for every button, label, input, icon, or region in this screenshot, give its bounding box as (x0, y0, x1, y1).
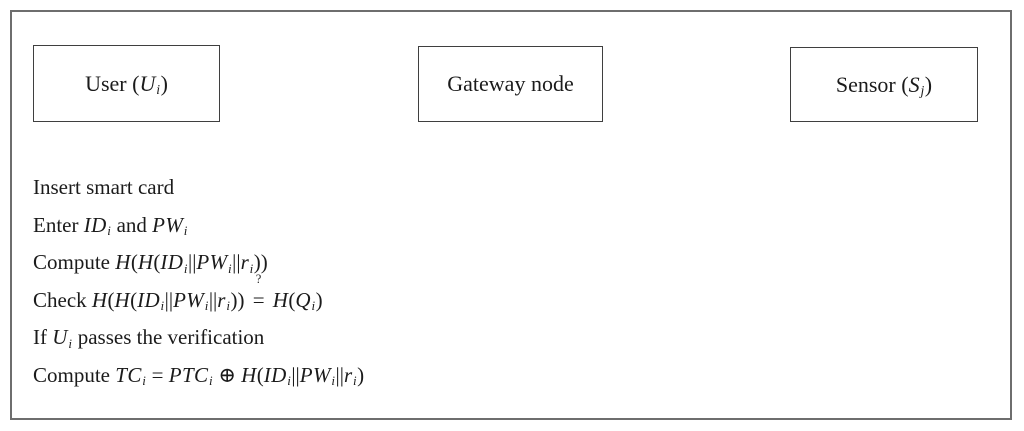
entity-box-user: User (Ui) (33, 45, 220, 122)
questioned-equals-symbol: ?= (252, 271, 265, 312)
protocol-step-check-hash: Check H(H(IDi||PWi||ri)) ?= H(Qi) (33, 271, 364, 320)
protocol-step-compute-hash: Compute H(H(IDi||PWi||ri)) (33, 250, 268, 276)
protocol-step-insert-smart-card: Insert smart card (33, 175, 175, 199)
entity-label-sensor: Sensor (Sj) (835, 71, 933, 99)
protocol-step-compute-tc: Compute TCi = PTCi ⊕ H(IDi||PWi||ri) (33, 362, 365, 389)
protocol-step-enter-credentials: Enter IDi and PWi (33, 212, 188, 239)
entity-box-sensor: Sensor (Sj) (790, 47, 978, 122)
entity-label-gateway-node: Gateway node (447, 71, 574, 96)
protocol-steps: Insert smart card Enter IDi and PWi Comp… (33, 169, 364, 394)
entity-box-gateway-node: Gateway node (418, 46, 603, 122)
protocol-step-verification-condition: If Ui passes the verification (33, 325, 265, 351)
figure-frame: User (Ui) Gateway node Sensor (Sj) Inser… (10, 10, 1012, 420)
entity-label-user: User (Ui) (85, 70, 168, 98)
